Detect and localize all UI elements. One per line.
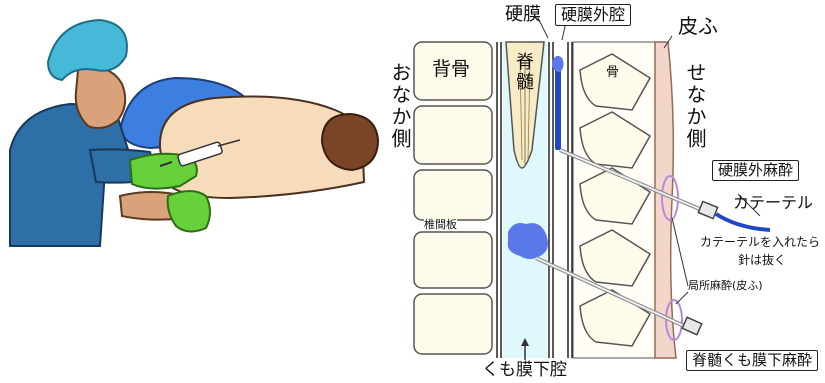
bone-label: 骨: [606, 65, 620, 80]
intervertebral-disc-label: 椎間板: [424, 218, 457, 231]
spinous-process: [579, 229, 652, 287]
doctor-face: [74, 66, 127, 129]
spine-cross-section: [413, 15, 771, 360]
dura-membrane: [496, 42, 573, 358]
vertebral-body: [413, 41, 493, 101]
epidural-needle-icon: [559, 148, 719, 220]
spinous-process: [579, 111, 652, 169]
skin-layer: [654, 41, 677, 359]
dura-label: 硬膜: [505, 4, 541, 25]
patient-head: [320, 112, 380, 172]
needle-note-line1: カテーテルを入れたら: [700, 235, 821, 249]
catheter-icon: [714, 212, 771, 232]
glove-right: [166, 190, 211, 233]
back-side-label: せなか側: [683, 62, 707, 150]
spinous-processes: [579, 53, 652, 347]
spinal-needle-icon: [535, 256, 703, 336]
needle-note-line2: 針は抜く: [738, 253, 787, 267]
epidural-anesthesia-label: 硬膜外麻酔: [712, 160, 800, 181]
epidural-space-label: 硬膜外腔: [555, 4, 632, 26]
vertebral-body: [413, 293, 493, 355]
local-anesthetic-injection: [665, 299, 683, 341]
skin-label: 皮ふ: [678, 14, 718, 38]
epidural-anesthetic-top: [552, 55, 564, 72]
spinal-anesthetic: [507, 223, 548, 259]
spinal-cord-label: 脊髄: [513, 52, 534, 92]
vertebra-label: 背骨: [432, 58, 471, 80]
vertebral-body: [413, 169, 493, 221]
vertebral-body: [413, 231, 493, 289]
vertebral-body: [413, 105, 493, 165]
local-anesthesia-label: 局所麻酔(皮ふ): [688, 279, 763, 292]
catheter-label: カテーテル: [733, 193, 814, 212]
belly-side-label: おなか側: [388, 62, 412, 150]
spinous-process: [579, 53, 652, 111]
illustration-procedure: [9, 18, 380, 247]
vertebral-column: [413, 41, 493, 355]
spinal-anesthesia-label: 脊髄くも膜下麻酔: [686, 350, 819, 371]
subarachnoid-space-label: くも膜下腔: [482, 360, 567, 380]
epidural-anesthetic: [555, 60, 561, 150]
doctor-cap: [46, 18, 128, 82]
syringe-icon: [159, 139, 241, 167]
doctor-body: [9, 102, 134, 247]
